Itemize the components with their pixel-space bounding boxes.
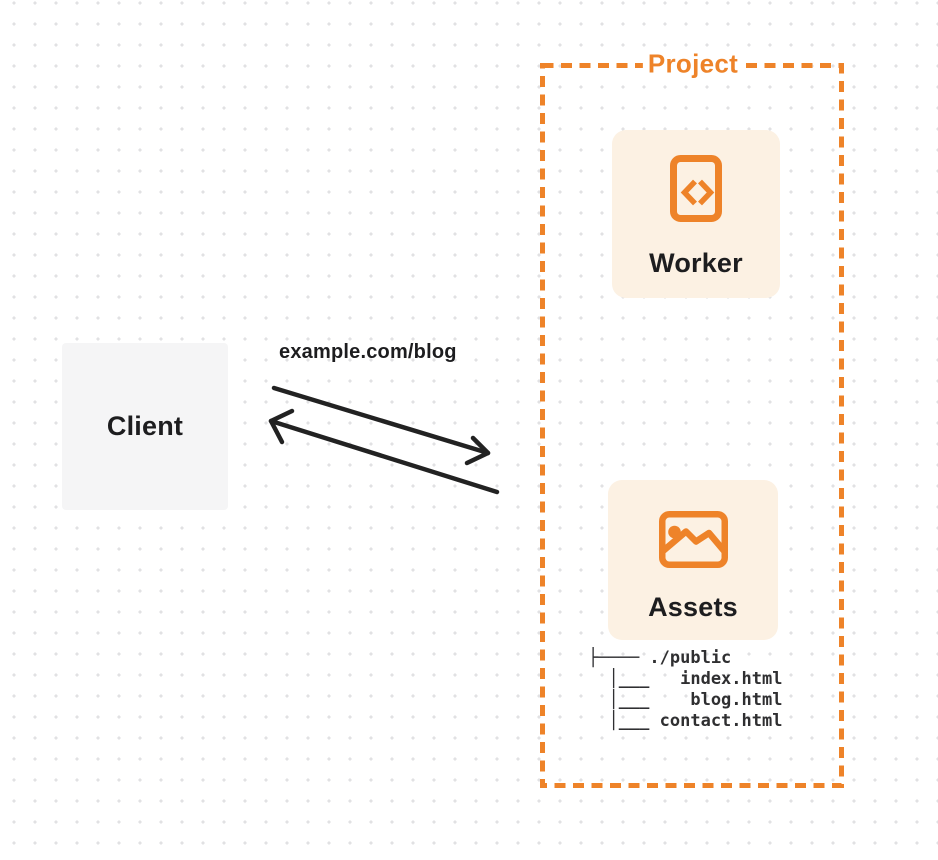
response-arrow bbox=[268, 408, 500, 495]
client-node: Client bbox=[62, 343, 228, 510]
image-icon bbox=[658, 511, 728, 568]
request-arrow bbox=[271, 385, 491, 466]
client-label: Client bbox=[106, 411, 184, 441]
project-label: Project bbox=[642, 48, 744, 80]
code-file-icon bbox=[670, 155, 722, 222]
worker-node: Worker bbox=[612, 130, 780, 298]
assets-node: Assets bbox=[608, 480, 778, 640]
request-url-label: example.com/blog bbox=[279, 341, 457, 363]
worker-label: Worker bbox=[649, 248, 743, 278]
assets-label: Assets bbox=[648, 592, 738, 622]
assets-file-tree: ├──── ./public │___ index.html │___ blog… bbox=[588, 648, 783, 731]
